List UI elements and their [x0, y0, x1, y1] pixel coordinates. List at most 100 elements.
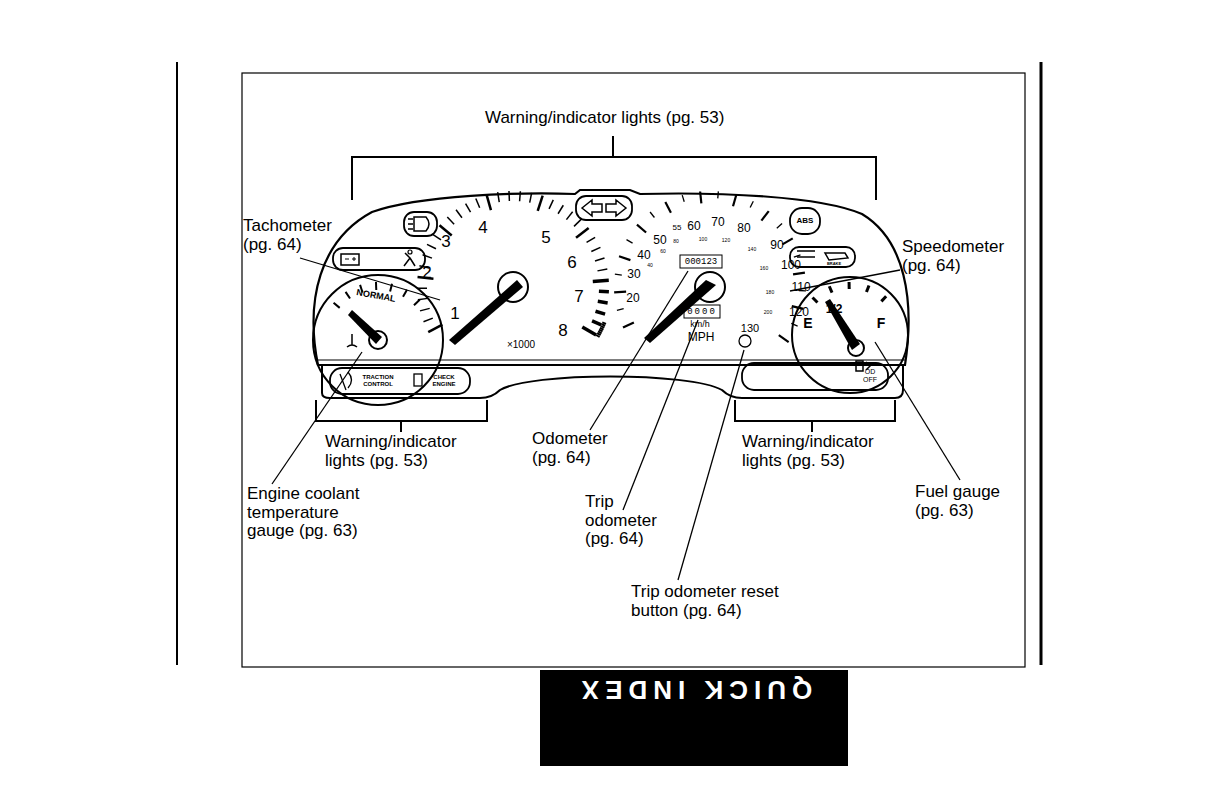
- tick-mark: [427, 244, 436, 248]
- tick-mark: [637, 225, 646, 233]
- tick-mark: [615, 273, 622, 275]
- tick-mark: [848, 282, 851, 289]
- tick-mark: [750, 201, 753, 207]
- indicator-text: OD OFF: [859, 368, 881, 383]
- scale-number: 55: [673, 224, 682, 232]
- tick-mark: [498, 192, 500, 202]
- trip-digits: 0000: [687, 308, 717, 317]
- tick-mark: [626, 240, 632, 243]
- scale-number: 130: [741, 323, 759, 334]
- tick-mark: [601, 324, 605, 326]
- tick-mark: [601, 326, 605, 328]
- tick-mark: [617, 309, 624, 311]
- tick-mark: [414, 300, 420, 306]
- tick-mark: [417, 287, 427, 289]
- kmh-number: 120: [722, 238, 730, 243]
- tick-mark: [456, 210, 462, 218]
- tick-mark: [476, 199, 480, 208]
- scale-unit: ×1000: [507, 340, 535, 350]
- tick-mark: [593, 280, 609, 281]
- tick-mark: [403, 290, 407, 297]
- scale-number: 40: [637, 249, 650, 261]
- tick-mark: [423, 318, 432, 322]
- kmh-number: 80: [673, 239, 679, 244]
- tick-mark: [420, 308, 430, 310]
- tick-mark: [829, 286, 832, 292]
- tick-mark: [334, 303, 340, 308]
- scale-number: 110: [791, 281, 810, 293]
- indicator-text: BRAKE: [827, 262, 841, 266]
- tick-mark: [576, 228, 589, 238]
- tick-mark: [717, 191, 719, 198]
- tick-mark: [558, 205, 563, 214]
- kmh-number: 40: [647, 263, 653, 268]
- unit-label: km/h: [690, 320, 710, 329]
- callout-label: Warning/indicator lights (pg. 53): [325, 433, 485, 470]
- tick-mark: [733, 195, 736, 207]
- callout-label: Trip odometer reset button (pg. 64): [631, 583, 816, 620]
- callout-label: Warning/indicator lights (pg. 53): [742, 433, 902, 470]
- scale-number: 7: [574, 288, 583, 305]
- tick-mark: [813, 298, 818, 303]
- tick-mark: [596, 311, 606, 314]
- indicator-text: ABS: [797, 217, 814, 225]
- scale-number: 5: [541, 229, 550, 246]
- indicator-text: TRACTION CONTROL: [358, 374, 398, 387]
- tick-mark: [665, 202, 671, 213]
- tick-mark: [623, 322, 634, 327]
- tick-mark: [538, 196, 543, 211]
- tick-mark: [595, 258, 605, 261]
- scale-number: 90: [770, 239, 783, 251]
- kmh-number: 100: [699, 237, 707, 242]
- tick-mark: [549, 200, 553, 209]
- callout-label: Engine coolant temperature gauge (pg. 63…: [247, 485, 382, 541]
- callout-label: Warning/indicator lights (pg. 53): [485, 108, 724, 128]
- tick-mark: [614, 291, 626, 294]
- indicator-text: CHECK ENGINE: [428, 374, 460, 387]
- kmh-number: 200: [764, 310, 772, 315]
- tick-mark: [598, 301, 608, 303]
- scale-number: 50: [653, 234, 666, 246]
- tick-mark: [777, 224, 782, 229]
- tick-mark: [591, 247, 600, 251]
- scale-number: 4: [478, 219, 487, 236]
- tick-mark: [582, 327, 596, 335]
- tick-mark: [761, 211, 768, 220]
- tick-mark: [428, 325, 442, 333]
- tick-mark: [782, 238, 792, 244]
- scale-number: 60: [687, 220, 700, 232]
- unit-label: MPH: [688, 331, 715, 343]
- callout-label: Speedometer (pg. 64): [902, 238, 1027, 275]
- tick-mark: [599, 289, 609, 293]
- tick-mark: [597, 269, 607, 271]
- kmh-number: 160: [760, 266, 768, 271]
- callout-label: Fuel gauge (pg. 63): [915, 483, 1015, 520]
- tick-mark: [466, 204, 471, 213]
- tick-mark: [592, 321, 601, 325]
- tick-mark: [375, 282, 377, 290]
- scale-number: 2: [422, 264, 431, 281]
- tick-mark: [881, 296, 886, 301]
- tick-mark: [433, 234, 441, 239]
- odometer-digits: 000123: [685, 258, 717, 267]
- tick-mark: [619, 256, 630, 260]
- tick-mark: [530, 193, 532, 203]
- scale-number: 30: [627, 268, 640, 280]
- tick-mark: [390, 284, 392, 292]
- index-tab: [540, 670, 848, 766]
- callout-label: Tachometer (pg. 64): [243, 217, 343, 254]
- fuel-mark: 1/2: [826, 303, 843, 315]
- scale-number: 6: [567, 254, 576, 271]
- tick-mark: [487, 195, 491, 210]
- tick-mark: [793, 273, 805, 275]
- scale-number: 20: [626, 292, 639, 304]
- tick-mark: [447, 217, 454, 224]
- scale-number: 3: [441, 233, 450, 250]
- kmh-number: 60: [660, 249, 666, 254]
- tick-mark: [866, 286, 869, 293]
- tick-mark: [587, 237, 596, 242]
- callout-label: Trip odometer (pg. 64): [585, 493, 670, 549]
- kmh-number: 140: [748, 247, 756, 252]
- callout-label: Odometer (pg. 64): [532, 430, 627, 467]
